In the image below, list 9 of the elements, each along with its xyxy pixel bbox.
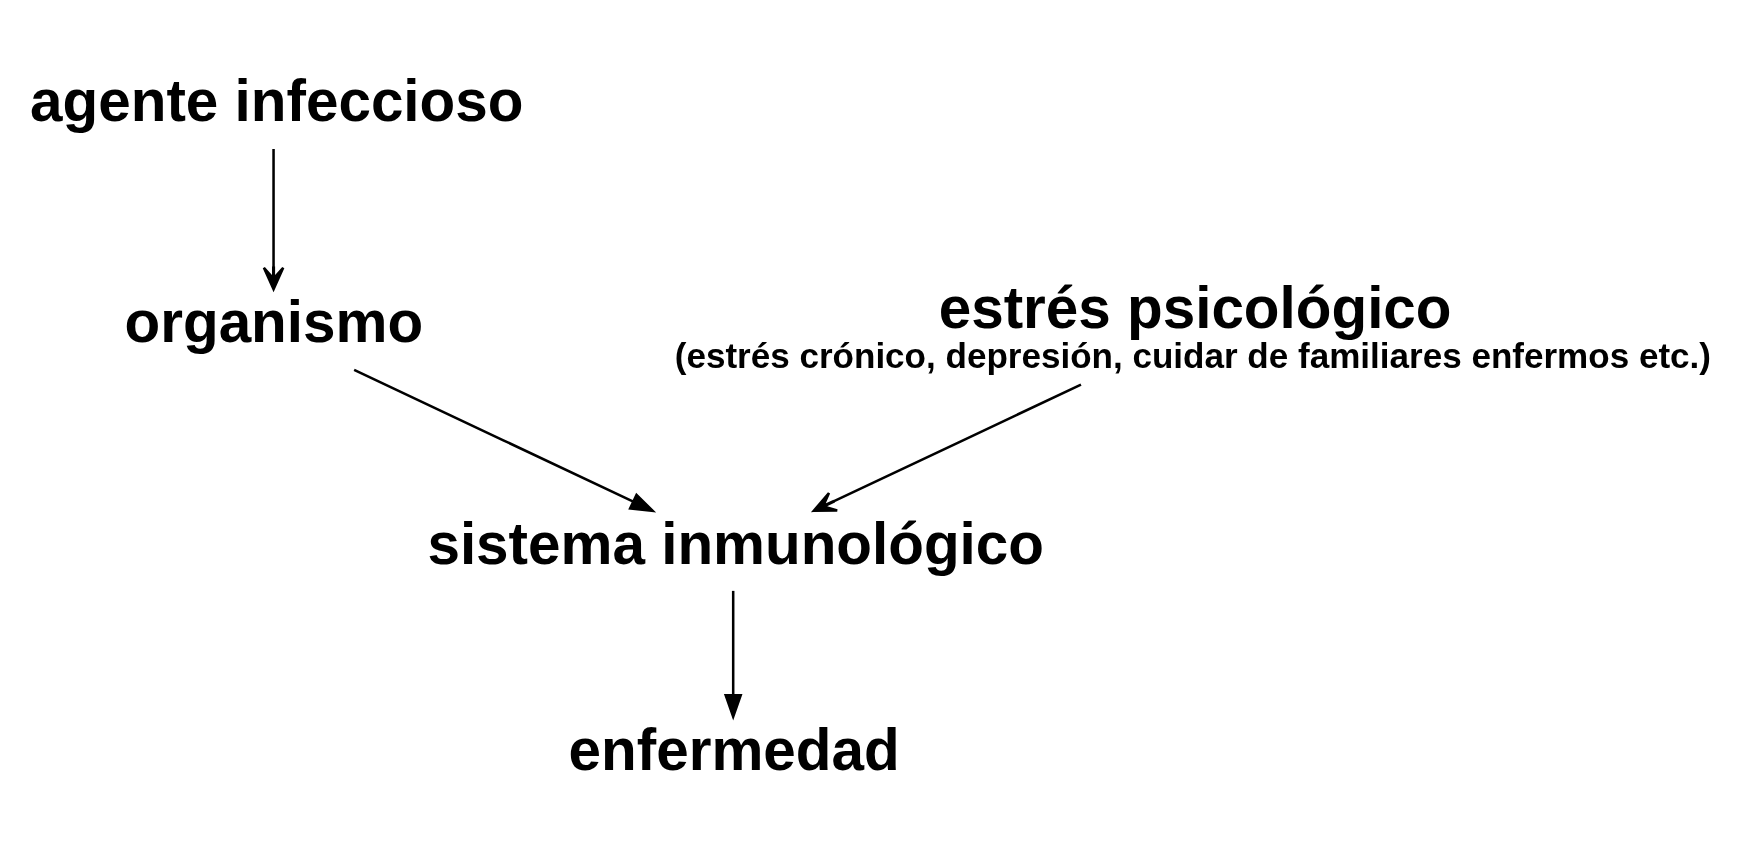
node-text: agente infeccioso xyxy=(30,68,524,134)
arrow xyxy=(262,149,285,291)
node-text: organismo xyxy=(124,289,424,355)
arrow xyxy=(723,590,743,721)
arrow xyxy=(812,383,1082,513)
node-text: enfermedad xyxy=(568,716,900,782)
node-text: estrés psicológico (estrés crónico, depresión, cuidar de familiares enfermos etc.) xyxy=(674,274,1711,375)
node-text: sistema inmunológico xyxy=(427,510,1045,576)
arrow xyxy=(353,368,657,513)
